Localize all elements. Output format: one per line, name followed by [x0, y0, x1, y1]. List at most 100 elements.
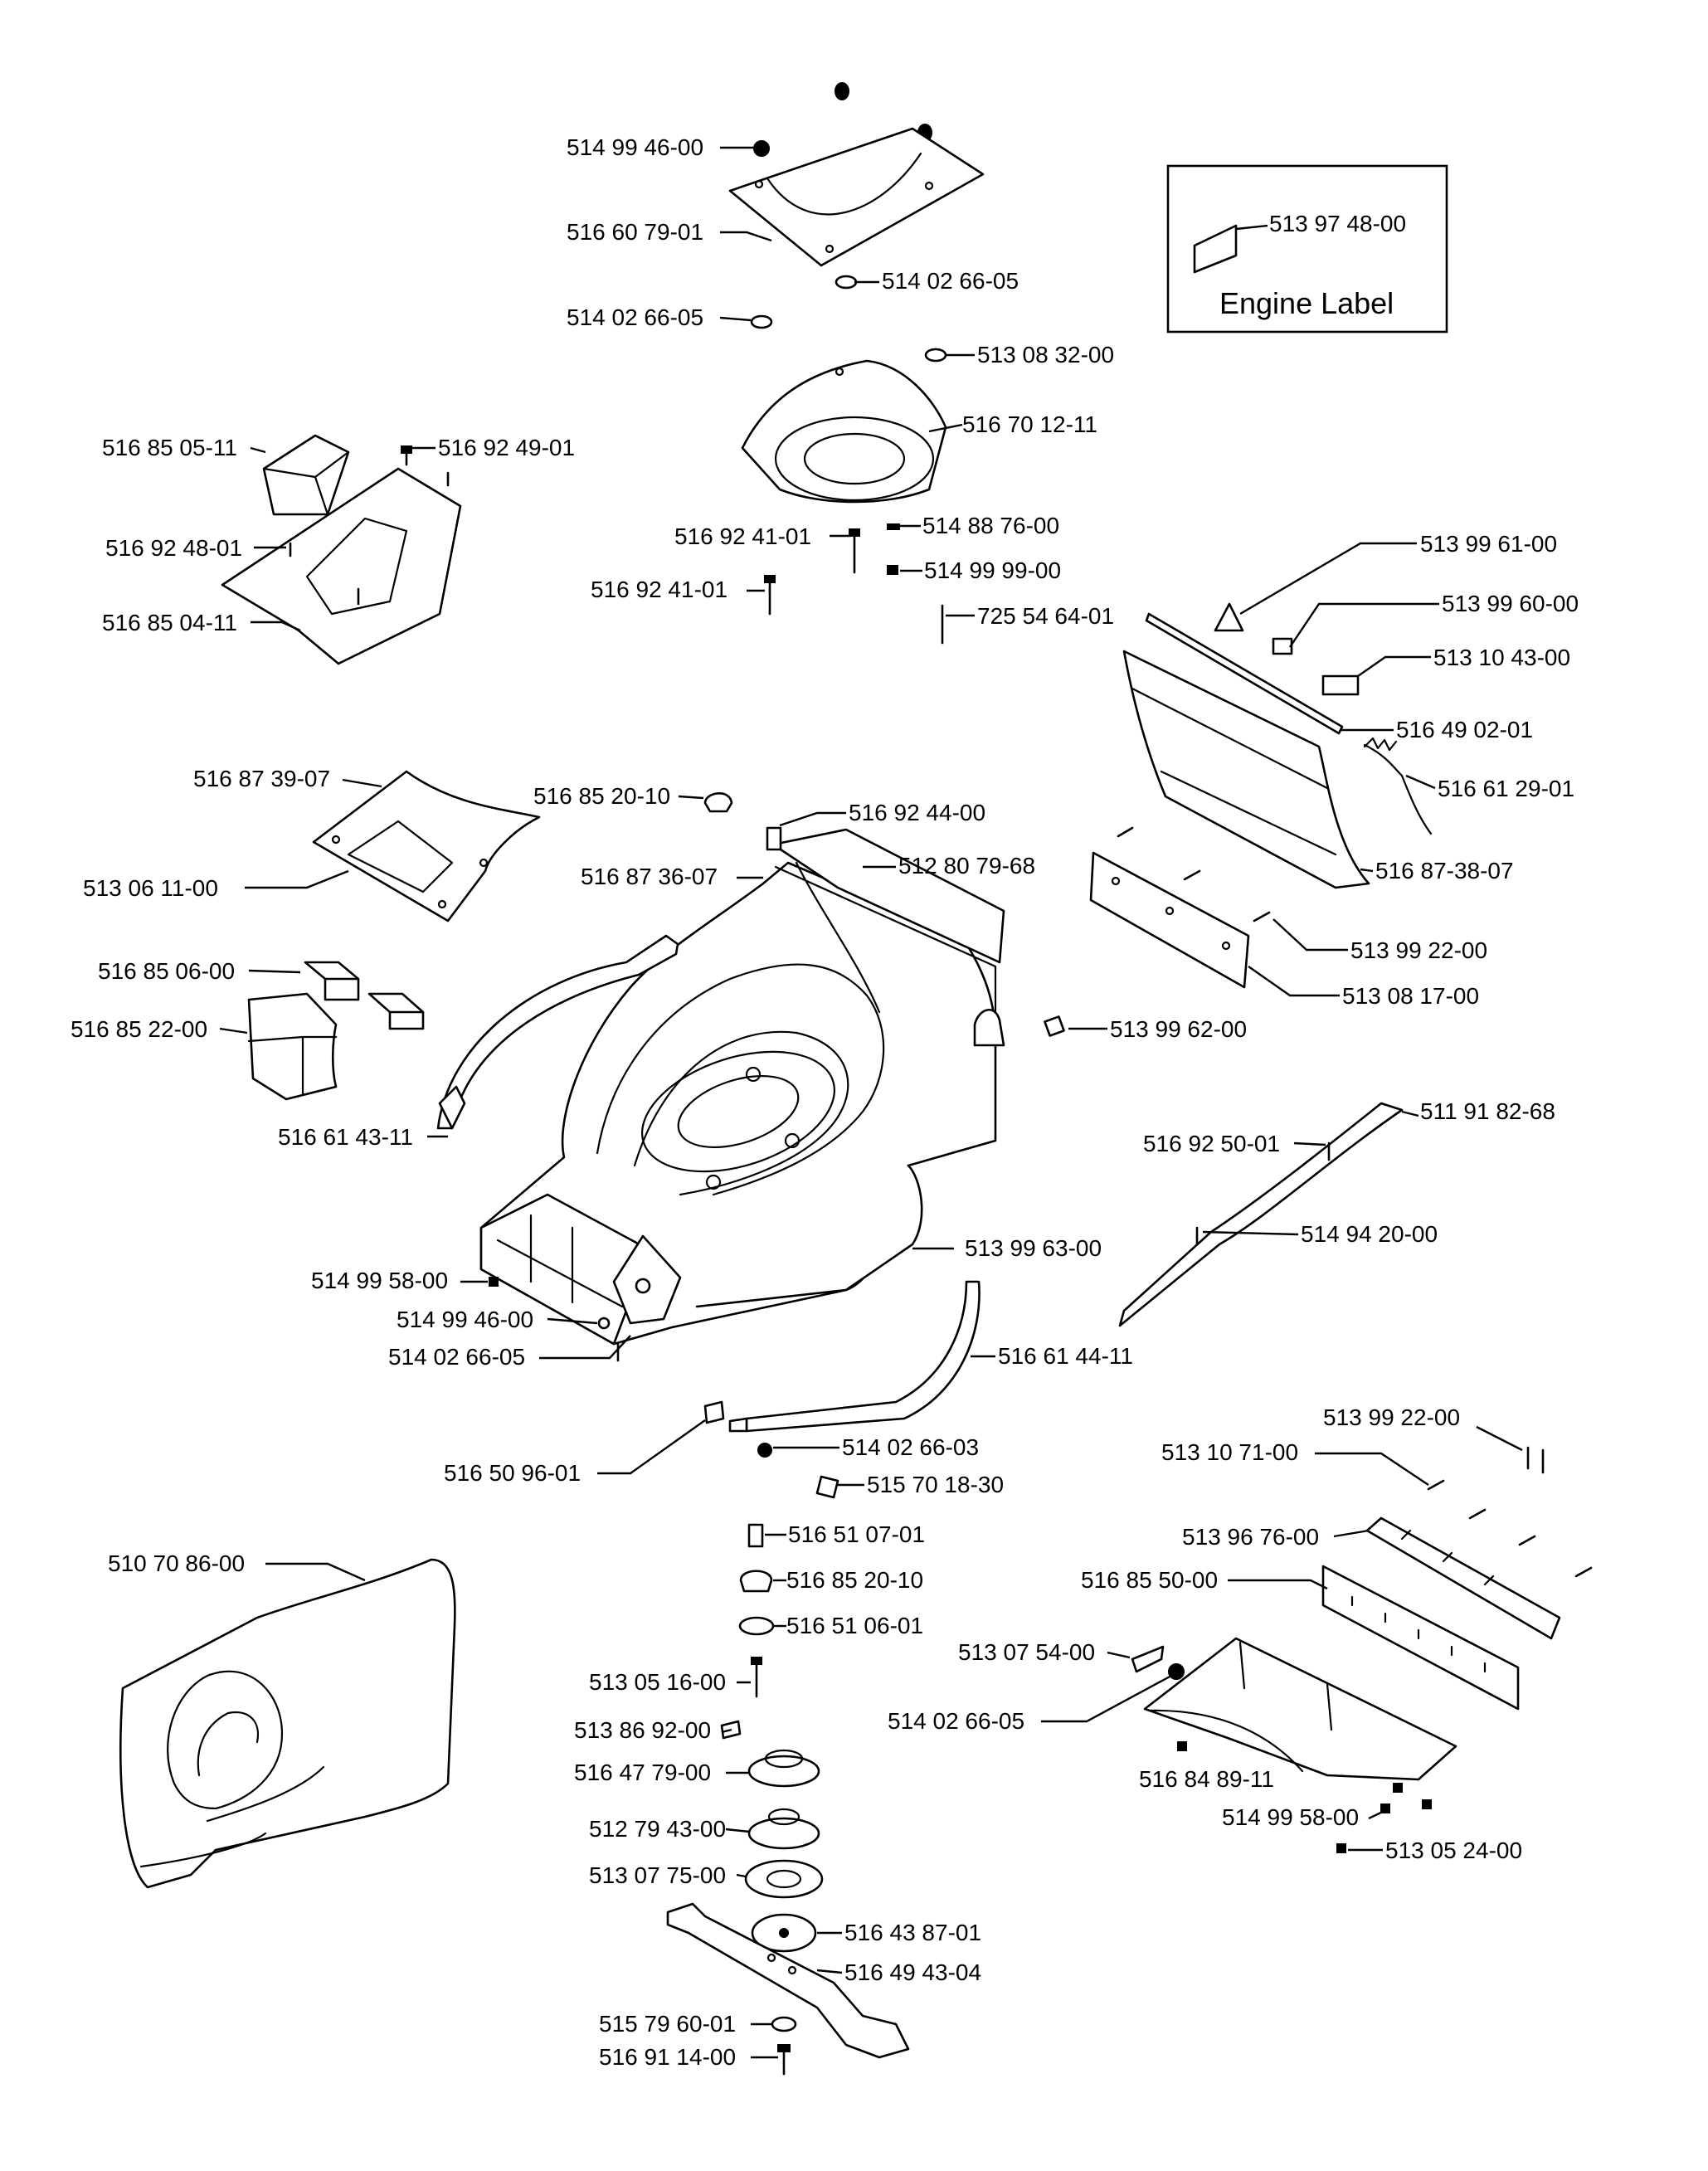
strap-516-61-43-11[interactable]	[436, 934, 679, 1130]
screw-rail-b[interactable]	[1518, 1535, 1536, 1546]
engine-plate[interactable]	[728, 127, 985, 267]
strap-516-61-44-11[interactable]	[745, 1280, 981, 1433]
clip-516-92-44-00[interactable]	[766, 826, 782, 851]
washer-513-08-32-00[interactable]	[924, 348, 947, 363]
part-label: 514 02 66-05	[388, 1344, 525, 1370]
part-label: 516 61 29-01	[1438, 776, 1574, 801]
part-label: 516 91 14-00	[599, 2044, 736, 2070]
blade-hole-a	[766, 1953, 776, 1963]
leader-l17	[1289, 602, 1439, 648]
screw-513-10-71-00[interactable]	[1427, 1479, 1445, 1491]
part-label: 513 10 43-00	[1433, 645, 1570, 670]
washer-515-79-60-01[interactable]	[771, 2016, 797, 2032]
nut-514-99-99-00[interactable]	[887, 565, 898, 575]
part-label: 516 51 07-01	[788, 1521, 925, 1547]
bracket-513-07-54-00[interactable]	[1131, 1645, 1165, 1673]
nut-514-99-46-00-deck[interactable]	[597, 1317, 611, 1330]
screw-rear-b[interactable]	[1183, 869, 1201, 881]
cap-516-85-20-10-b[interactable]	[739, 1570, 773, 1593]
panel-group	[247, 770, 541, 1101]
label-513-99-61-00[interactable]	[1214, 602, 1244, 632]
pin-516-50-96-01[interactable]	[703, 1400, 725, 1424]
leader-l42	[1476, 1425, 1523, 1452]
part-label: 513 08 32-00	[977, 342, 1114, 368]
engine-label-inset: 513 97 48-00 Engine Label	[1166, 164, 1448, 333]
part-label: 516 85 05-11	[102, 435, 237, 460]
plate-hole-a	[1111, 876, 1121, 886]
pin-514-88-76-00[interactable]	[887, 523, 900, 530]
rear-guard-group	[1044, 602, 1433, 1037]
part-label: 514 02 66-05	[882, 268, 1019, 294]
nut-513-05-24-00[interactable]	[1336, 1843, 1346, 1853]
leader-l59	[1368, 1807, 1390, 1820]
flap-516-87-38-07[interactable]	[1122, 650, 1370, 889]
part-labels: 514 99 46-00 516 60 79-01 514 02 66-05 5…	[71, 134, 1579, 2070]
bolt-515-70-18-30[interactable]	[815, 1475, 839, 1499]
part-label: 516 85 06-00	[98, 958, 235, 984]
plate-513-08-17-00[interactable]	[1089, 851, 1250, 989]
bolt-516-91-14-00-head	[777, 2044, 791, 2052]
part-label: 516 92 48-01	[105, 535, 242, 561]
rail-511-91-82-68[interactable]	[1118, 1102, 1404, 1327]
part-label: 516 51 06-01	[786, 1613, 923, 1638]
label-513-10-43-00[interactable]	[1321, 674, 1360, 696]
deck-bolt-a	[745, 1066, 762, 1083]
bearing-513-07-75-00[interactable]	[744, 1859, 824, 1899]
leader-l34	[1401, 1110, 1419, 1117]
screw-rear-a[interactable]	[1117, 826, 1134, 838]
grass-bag-opening	[167, 1670, 284, 1810]
rod-516-49-02-01[interactable]	[1145, 612, 1344, 735]
leader-l31	[219, 1027, 248, 1034]
grass-bag-510-70-86-00[interactable]	[119, 1558, 456, 1889]
foam-516-85-06-00[interactable]	[304, 961, 360, 1001]
screw-513-99-22-00[interactable]	[1253, 911, 1271, 922]
bushing-516-51-07-01[interactable]	[747, 1523, 764, 1548]
blade-516-49-43-04[interactable]	[666, 1902, 910, 2059]
leader-l27	[1360, 868, 1374, 873]
flap-ribs	[1131, 687, 1337, 856]
pulley-516-47-79-00[interactable]	[747, 1755, 820, 1788]
washer-514-02-66-03[interactable]	[757, 1443, 772, 1458]
leader-l40	[539, 1335, 631, 1360]
label-513-99-62-00[interactable]	[1044, 1015, 1065, 1037]
part-label: 513 86 92-00	[574, 1717, 711, 1743]
engine-plate-group	[728, 82, 985, 363]
spring-516-61-29-01[interactable]	[1363, 743, 1433, 835]
screw-rail-a[interactable]	[1468, 1508, 1487, 1520]
engine-label-part[interactable]	[1193, 224, 1238, 274]
shield-516-85-04-11[interactable]	[221, 467, 462, 665]
foam-516-85-22-00[interactable]	[247, 992, 338, 1101]
baffle-516-84-89-11[interactable]	[1143, 1637, 1457, 1781]
leader-l16	[1239, 542, 1417, 616]
bracket-512-80-79-68[interactable]	[771, 828, 1005, 964]
nut-514-99-58-00-b[interactable]	[1393, 1783, 1403, 1793]
drive-housing-516-70-12-11[interactable]	[741, 359, 947, 504]
panel-516-87-39-07[interactable]	[312, 770, 541, 922]
washer-514-02-66-05-b[interactable]	[750, 314, 773, 329]
washer-516-51-06-01[interactable]	[738, 1616, 775, 1636]
leader-l51	[1228, 1579, 1328, 1590]
plate-hole-c	[1221, 941, 1231, 951]
leader-l28	[1272, 918, 1348, 952]
rail-513-96-76-00[interactable]	[1365, 1516, 1561, 1640]
foam-516-85-06-00-b[interactable]	[367, 992, 425, 1030]
part-label: 516 85 20-10	[533, 783, 670, 809]
part-label: 512 79 43-00	[589, 1816, 726, 1842]
label-513-99-60-00[interactable]	[1272, 637, 1293, 655]
nut-514-99-58-00-c[interactable]	[1422, 1799, 1432, 1809]
washer-514-02-66-05-a[interactable]	[835, 275, 858, 290]
skirt-513-99-63-00[interactable]	[695, 1164, 923, 1308]
nut-514-02-66-05-baffle[interactable]	[1168, 1663, 1185, 1680]
nut-514-99-58-00[interactable]	[489, 1277, 499, 1287]
part-label: 514 02 66-03	[842, 1434, 979, 1460]
deck-bolt-c	[705, 1174, 722, 1190]
plate-516-85-50-00[interactable]	[1321, 1565, 1520, 1711]
part-label: 516 92 49-01	[438, 435, 575, 460]
drive-housing-ring-inner	[803, 432, 906, 485]
blade-hole-b	[787, 1965, 797, 1975]
hub-512-79-43-00[interactable]	[747, 1817, 820, 1850]
cap-516-85-20-10[interactable]	[703, 792, 733, 813]
leader-l22	[678, 795, 704, 800]
deck-rear-hinge	[973, 1009, 1005, 1047]
screw-rail-c[interactable]	[1574, 1566, 1593, 1578]
